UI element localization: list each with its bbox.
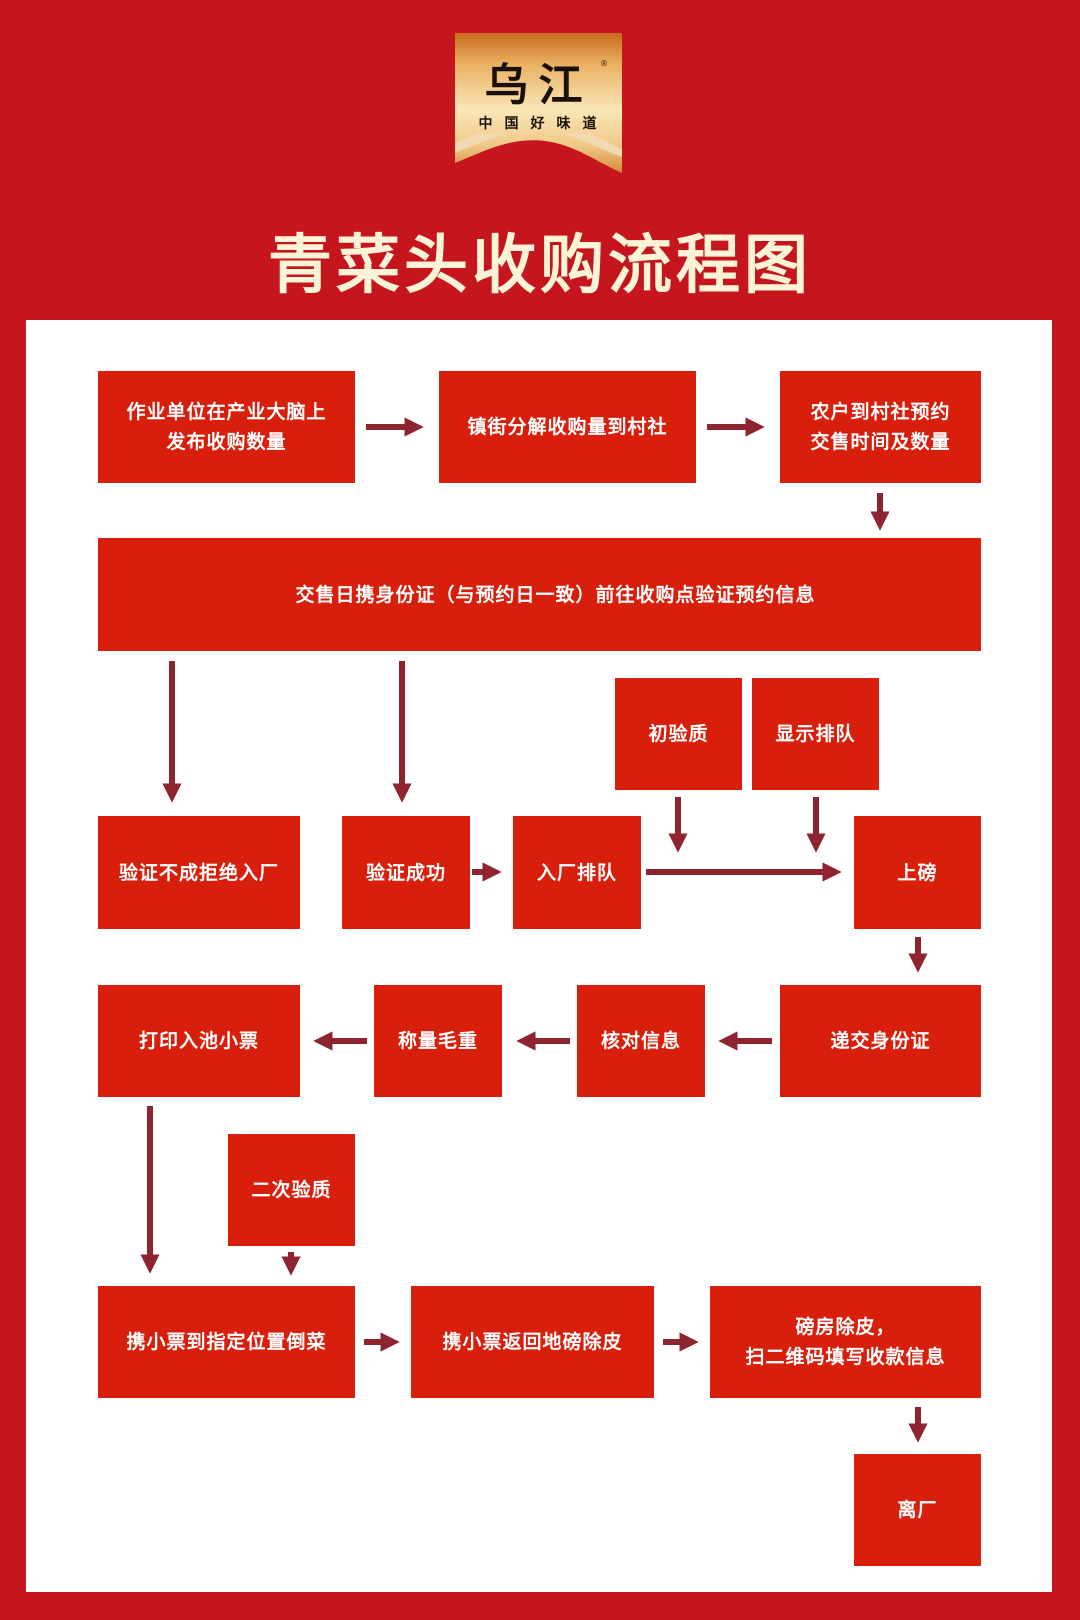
step-leave-factory: 离厂 <box>854 1454 981 1566</box>
step-return-tare: 携小票返回地磅除皮 <box>411 1286 654 1398</box>
logo-wave-ribbon-icon <box>455 133 622 157</box>
step-publish-quantity: 作业单位在产业大脑上 发布收购数量 <box>98 371 355 483</box>
step-submit-id: 递交身份证 <box>780 985 981 1097</box>
logo-brand-text: 乌江 <box>484 60 593 111</box>
flowchart-panel <box>26 320 1052 1592</box>
registered-mark-icon: ® <box>600 59 608 68</box>
step-verify-reservation: 交售日携身份证（与预约日一致）前往收购点验证预约信息 <box>98 538 981 651</box>
step-weigh-on: 上磅 <box>854 816 981 929</box>
step-second-quality-check: 二次验质 <box>228 1134 355 1246</box>
logo-slogan: 中国好味道 <box>478 116 609 132</box>
step-tare-and-payment-info: 磅房除皮， 扫二维码填写收款信息 <box>710 1286 981 1398</box>
step-check-info: 核对信息 <box>577 985 705 1097</box>
page-title: 青菜头收购流程图 <box>268 229 812 303</box>
step-gross-weight: 称量毛重 <box>374 985 502 1097</box>
step-farmer-reservation: 农户到村社预约 交售时间及数量 <box>780 371 981 483</box>
step-verify-success: 验证成功 <box>342 816 470 929</box>
step-queue-enter: 入厂排队 <box>513 816 641 929</box>
step-print-ticket: 打印入池小票 <box>98 985 300 1097</box>
step-dump-vegetables: 携小票到指定位置倒菜 <box>98 1286 355 1398</box>
step-initial-quality-check: 初验质 <box>615 678 742 790</box>
step-show-queue: 显示排队 <box>752 678 879 790</box>
step-distribute-to-villages: 镇街分解收购量到村社 <box>439 371 696 483</box>
step-verify-fail-reject: 验证不成拒绝入厂 <box>98 816 300 929</box>
